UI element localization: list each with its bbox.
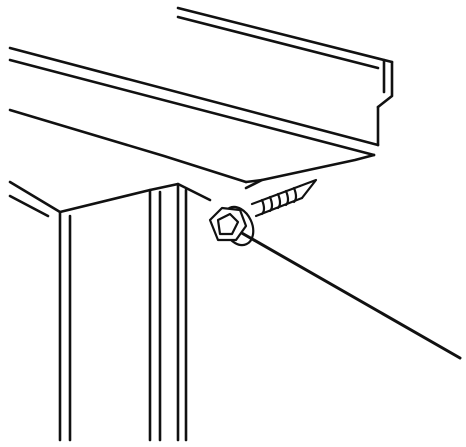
roof-panel bbox=[8, 6, 394, 190]
wall-top-edge bbox=[8, 180, 212, 214]
roof-bottom-edge bbox=[244, 178, 264, 184]
roof-front-face bbox=[8, 108, 248, 184]
screw-thread bbox=[276, 192, 282, 210]
wall-diagonal-edge bbox=[238, 230, 462, 360]
screw-thread bbox=[292, 186, 298, 204]
screw-drill-tip bbox=[298, 178, 318, 200]
screw-hex-face bbox=[216, 212, 240, 236]
screw-thread bbox=[284, 189, 290, 207]
roof-lip bbox=[376, 60, 394, 109]
roof-top-edge-inner bbox=[176, 15, 380, 70]
roof-flange-edge-inner bbox=[8, 58, 376, 157]
screw-thread bbox=[268, 195, 274, 213]
wall-top-edge-inner bbox=[8, 194, 50, 218]
screw-hex-head bbox=[208, 206, 248, 242]
roof-flange-edge bbox=[8, 46, 380, 147]
roof-top-edge bbox=[176, 6, 394, 64]
wall-panel bbox=[8, 180, 462, 442]
screw-thread bbox=[260, 198, 266, 216]
roof-fold-bottom bbox=[244, 153, 376, 190]
screw-shank-top bbox=[250, 184, 302, 206]
self-drilling-screw bbox=[208, 178, 318, 247]
